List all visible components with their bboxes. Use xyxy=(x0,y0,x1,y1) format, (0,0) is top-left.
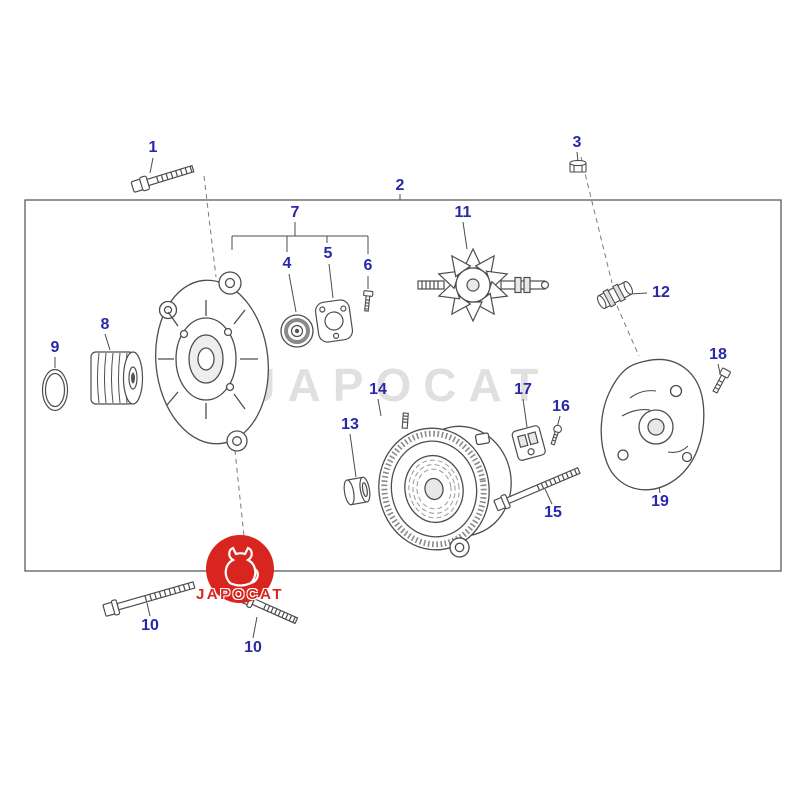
part-9-seal-ring xyxy=(41,368,69,412)
part-12-slip-ring xyxy=(596,281,634,309)
diagram-border-box xyxy=(24,199,782,572)
part-number-label-8: 8 xyxy=(100,316,110,333)
part-7-front-bracket xyxy=(155,271,269,452)
part-number-label-13: 13 xyxy=(341,416,359,433)
part-number-label-2: 2 xyxy=(395,177,405,194)
rotor-claw-poles xyxy=(437,247,509,323)
part-10-bolt-left xyxy=(102,581,196,617)
japocat-logo xyxy=(206,535,274,603)
part-number-label-10-right: 10 xyxy=(244,639,262,656)
part-number-label-1: 1 xyxy=(148,139,158,156)
logo-text: JAPOCAT xyxy=(195,586,285,603)
part-number-label-3: 3 xyxy=(572,134,582,151)
part-number-label-19: 19 xyxy=(651,493,669,510)
part-8-pulley xyxy=(90,351,144,405)
part-4-bearing xyxy=(280,314,314,348)
part-number-label-14: 14 xyxy=(369,381,387,398)
japocat-cat-icon xyxy=(224,546,259,587)
assembly-dashed-lines xyxy=(203,156,640,594)
part-number-label-11: 11 xyxy=(454,204,472,221)
part-number-label-17: 17 xyxy=(514,381,532,398)
part-number-label-16: 16 xyxy=(552,398,570,415)
part-15-bolt xyxy=(493,466,581,512)
part-19-rear-cover xyxy=(600,358,705,491)
leader-lines xyxy=(54,151,721,639)
part-13-collar xyxy=(343,476,371,506)
part-1-bolt xyxy=(130,164,195,193)
part-11-rotor xyxy=(417,247,550,323)
part-16-screw xyxy=(550,424,562,446)
part-6-screw xyxy=(363,290,374,312)
part-number-label-18: 18 xyxy=(709,346,727,363)
part-3-nut xyxy=(569,159,587,173)
part-14-stator-housing xyxy=(378,412,512,558)
watermark-text: JAPOCAT xyxy=(250,359,551,411)
part-number-label-4: 4 xyxy=(282,255,292,272)
housing-stud xyxy=(401,412,409,429)
part-number-label-12: 12 xyxy=(652,284,670,301)
part-17-brush-holder xyxy=(511,425,546,461)
part-number-label-15: 15 xyxy=(544,504,562,521)
part-number-label-5: 5 xyxy=(323,245,333,262)
part-5-retainer-plate xyxy=(314,299,354,343)
part-number-label-6: 6 xyxy=(363,257,373,274)
part-number-label-10-left: 10 xyxy=(141,617,159,634)
part-18-screw xyxy=(712,367,731,394)
part-number-label-9: 9 xyxy=(50,339,60,356)
part-number-label-7: 7 xyxy=(290,204,300,221)
